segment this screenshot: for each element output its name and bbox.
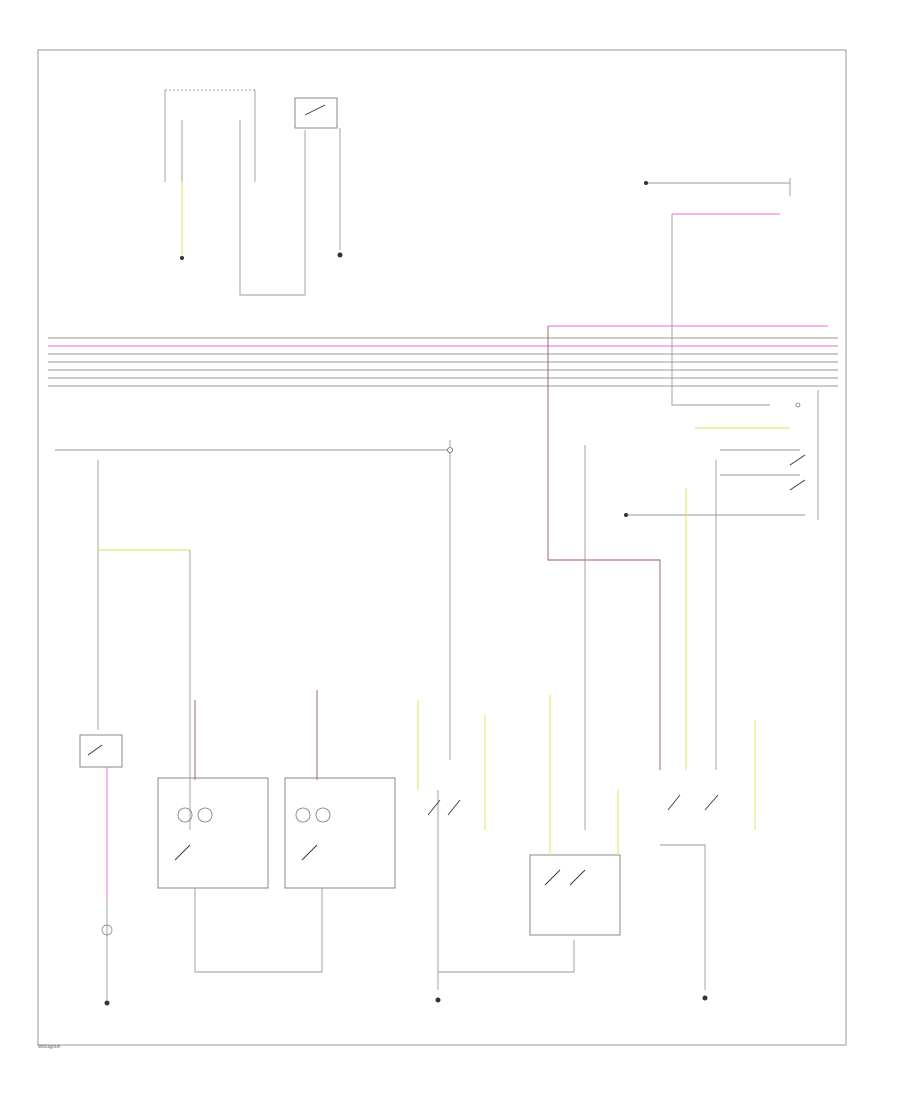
footer-code: W/Diagram	[38, 1044, 61, 1049]
ground-symbol	[337, 252, 343, 258]
right-lamp-box	[284, 777, 396, 889]
right-switch-assembly	[584, 390, 819, 830]
top-right-circuit	[644, 178, 801, 408]
left-relay	[79, 734, 123, 1006]
left-feed	[55, 440, 453, 830]
bus-lines	[48, 325, 838, 770]
bottom-right-box	[529, 695, 756, 1001]
center-switches	[417, 700, 575, 1003]
diagram-border	[37, 49, 847, 1046]
lamp-boxes	[157, 690, 396, 973]
left-lamp-box	[157, 777, 269, 889]
top-left-circuit	[164, 89, 343, 296]
